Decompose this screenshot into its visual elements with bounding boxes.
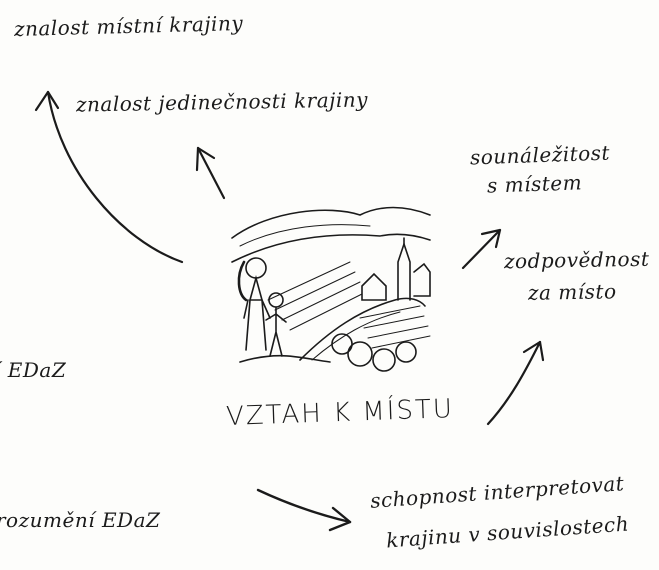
- label-uniqueness-knowledge: znalost jedinečnosti krajiny: [75, 87, 369, 117]
- label-left-edge-2: rozumění EDaZ: [0, 508, 161, 532]
- arrow-to-uniqueness: [195, 146, 226, 200]
- arrow-to-responsibility: [486, 340, 545, 426]
- landscape-illustration: [231, 206, 431, 372]
- label-belonging-line2: s místem: [486, 170, 583, 198]
- label-belonging-line1: sounáležitost: [469, 140, 611, 170]
- arrow-to-interpret: [256, 488, 352, 532]
- label-responsibility-line1: zodpovědnost: [503, 246, 650, 274]
- arrow-to-belonging: [461, 228, 502, 270]
- label-left-edge-1: í EDaZ: [0, 358, 67, 382]
- label-responsibility-line2: za místo: [527, 279, 617, 305]
- arrow-to-local-knowledge: [34, 90, 184, 264]
